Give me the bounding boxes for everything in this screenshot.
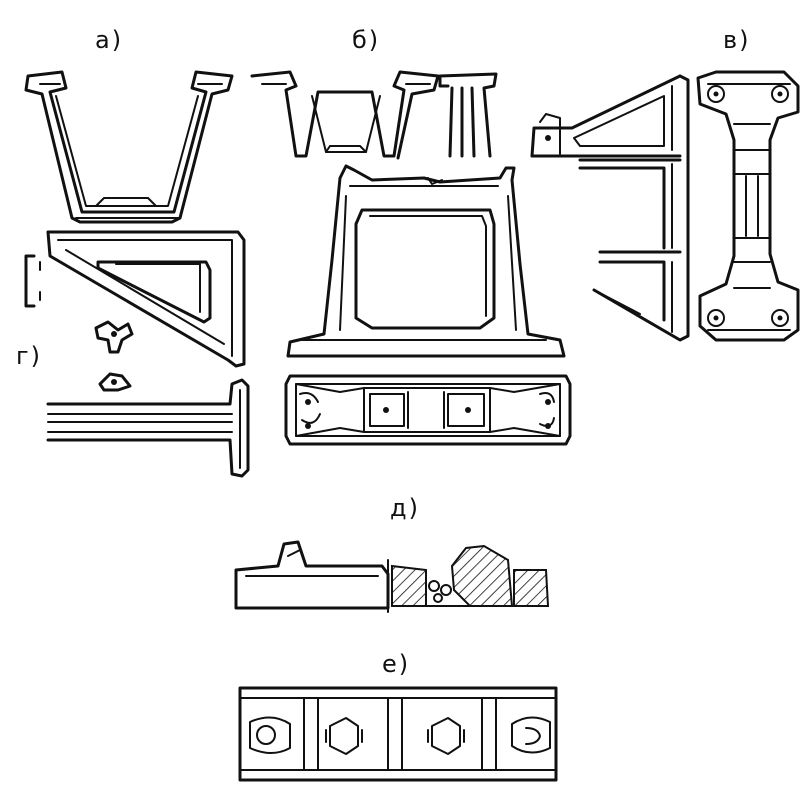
panel-b-base-plan	[284, 374, 572, 446]
panel-a-u-bracket	[24, 70, 234, 224]
label-e: е)	[382, 650, 411, 678]
panel-v-bracket	[530, 74, 690, 342]
label-v: в)	[723, 26, 751, 54]
panel-d-section	[234, 540, 550, 613]
label-d: д)	[390, 494, 420, 522]
label-g: г)	[16, 342, 42, 370]
panel-b-pedestal	[286, 164, 566, 358]
panel-g-bracket	[24, 230, 250, 478]
label-b: б)	[352, 26, 381, 54]
panel-b-top	[250, 70, 498, 160]
label-a: а)	[95, 26, 124, 54]
panel-v-plan	[696, 70, 800, 342]
panel-e-plan	[238, 686, 558, 782]
